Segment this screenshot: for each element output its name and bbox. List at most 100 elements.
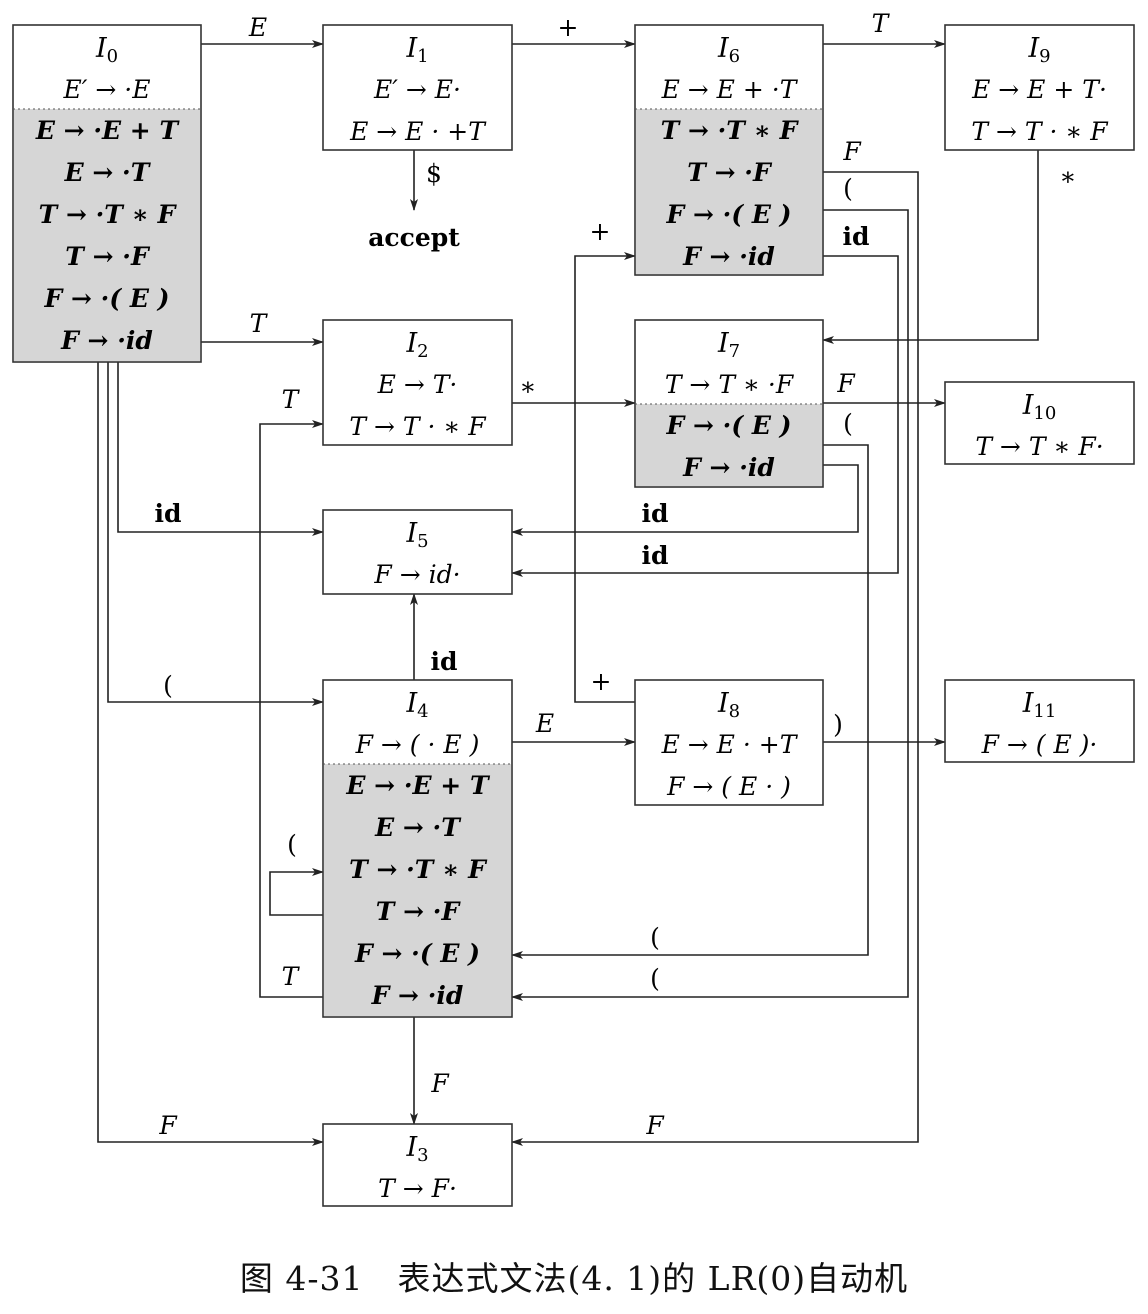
closure-item: T → ·T ∗ F [39,200,178,229]
kernel-item: E → E + ·T [661,75,799,104]
edge-i6-i3 [511,171,919,1146]
edge-label: F [645,1111,665,1140]
kernel-item: T → T · ∗ F [349,412,487,441]
state-i3: I3 T → F· [322,1123,513,1207]
edge-label-secondary: ( [843,174,853,203]
kernel-item: E → E + T· [971,75,1107,104]
closure-item: F → ·id [682,242,775,271]
edge-i0-i5 [117,362,324,536]
state-i2: I2 E → T· T → T · ∗ F [322,319,513,446]
edge-i4-i4 [269,868,324,916]
edge-label: $ [426,159,442,188]
edge-label: ∗ [1060,162,1077,191]
edge-label: id [155,499,182,528]
edge-label: + [558,13,579,42]
figure-caption: 图 4-31 表达式文法(4. 1)的 LR(0)自动机 [239,1259,909,1298]
state-i6: I6 E → E + ·T T → ·T ∗ F T → ·F F → ·( E ) F … [634,24,824,276]
closure-item: F → ·( E ) [354,939,480,968]
state-title: I1 [405,33,428,67]
edge-label: ( [650,923,660,952]
state-title: I4 [405,688,428,722]
edge-label: F [430,1069,450,1098]
edge-i7-i4 [511,444,869,959]
edge-label: ∗ [520,372,537,401]
edge-label-secondary: T [282,385,301,414]
state-title: I0 [95,33,118,67]
kernel-item: E → T· [377,370,458,399]
edge-label: id [642,541,669,570]
closure-item: T → ·F [376,897,462,926]
edge-i6-i4 [511,209,909,1001]
edge-label: E [535,709,554,738]
edge-label: T [282,962,301,991]
state-title: I6 [717,33,740,67]
kernel-item: F → ( E · ) [666,772,791,801]
edge-i0-i4 [107,362,324,706]
state-title: I11 [1022,688,1057,722]
state-i9: I9E → E + T·T → T · ∗ F [944,24,1135,151]
kernel-item: F → ( · E ) [355,730,480,759]
kernel-item: E → E · +T [349,117,487,146]
edge-label: ) [833,710,843,739]
state-title: I5 [405,518,428,552]
edge-i8-i6 [574,252,636,703]
state-title: I7 [717,328,740,362]
edge-label: + [591,667,612,696]
accept-label: accept [368,223,460,252]
kernel-item: F → ( E )· [981,730,1098,759]
edge-label: id [431,647,458,676]
closure-item: T → ·T ∗ F [661,116,800,145]
closure-item: T → ·T ∗ F [349,855,488,884]
state-i11: I11 F → ( E )· [944,679,1135,763]
kernel-item: F → id· [373,560,460,589]
state-title: I10 [1022,390,1057,424]
closure-item: F → ·( E ) [666,411,792,440]
kernel-item: E′ → E· [373,75,461,104]
state-title: I8 [717,688,740,722]
edge-label: E [248,13,267,42]
closure-item: T → ·F [687,158,773,187]
edge-label: ( [287,830,297,859]
closure-item: F → ·id [371,981,464,1010]
kernel-item: T → T ∗ ·F [665,370,795,399]
state-title: I3 [405,1132,428,1166]
closure-item: E → ·T [64,158,152,187]
closure-item: F → ·( E ) [666,200,792,229]
edge-label-secondary: + [590,217,611,246]
edge-i6-i5 [511,255,899,577]
closure-item: F → ·id [60,326,153,355]
edge-label: ( [650,964,660,993]
closure-item: E → ·T [374,813,462,842]
closure-item: T → ·F [65,242,151,271]
state-i1: I1 E′ → E· E → E · +T [322,24,513,151]
kernel-item: E → E · +T [661,730,799,759]
kernel-item: T → T ∗ F· [975,432,1103,461]
kernel-item: T → F· [378,1174,457,1203]
kernel-item: E′ → ·E [63,75,151,104]
edge-label: ( [163,671,173,700]
state-title: I2 [405,328,428,362]
state-i10: I10 T → T ∗ F· [944,381,1135,465]
edge-label: T [872,9,891,38]
state-title: I9 [1027,33,1050,67]
state-i7: I7 T → T ∗ ·F F → ·( E ) F → ·id [634,319,824,488]
edge-label-secondary: id [843,222,870,251]
edge-label: T [250,309,269,338]
edge-i9-i7 [822,150,1039,344]
state-i5: I5 F → id· [322,509,513,595]
edge-label-secondary: ( [843,409,853,438]
closure-item: F → ·id [682,453,775,482]
edge-label: F [836,369,856,398]
edge-label: id [642,499,669,528]
state-boxes: I0 E′ → ·E E → ·E + T E → ·T T → ·T ∗ F T → ·… [12,24,1135,1207]
closure-item: F → ·( E ) [44,284,170,313]
closure-item: E → ·E + T [345,771,491,800]
edge-label: F [158,1111,178,1140]
edge-i0-i3 [97,362,324,1146]
closure-item: E → ·E + T [35,116,181,145]
transition-edges [97,40,1039,1146]
edge-label-secondary: F [842,137,862,166]
edge-i7-i5 [511,464,859,536]
